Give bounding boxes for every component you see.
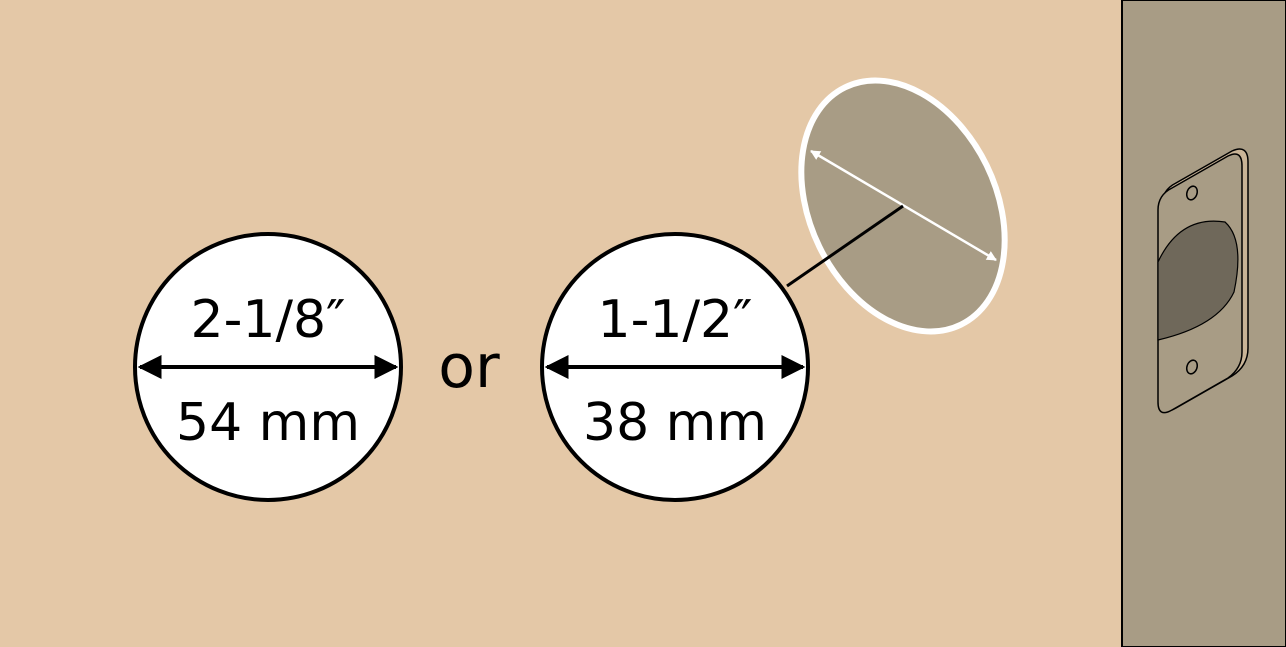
- latch-faceplate-icon: [1157, 148, 1249, 414]
- callout-small-bore: 1-1/2″ 38 mm: [540, 232, 810, 502]
- or-separator: or: [438, 332, 500, 402]
- leader-line: [786, 204, 904, 288]
- screw-hole-top: [1185, 185, 1199, 201]
- screw-hole-bottom: [1185, 359, 1199, 375]
- imperial-dimension: 2-1/8″: [191, 290, 346, 350]
- callout-large-bore: 2-1/8″ 54 mm: [133, 232, 403, 502]
- metric-dimension: 54 mm: [176, 393, 360, 453]
- bore-diameter-arrow: [810, 149, 997, 262]
- imperial-dimension: 1-1/2″: [598, 290, 753, 350]
- backset-hole: [1157, 220, 1239, 341]
- metric-dimension: 38 mm: [583, 393, 767, 453]
